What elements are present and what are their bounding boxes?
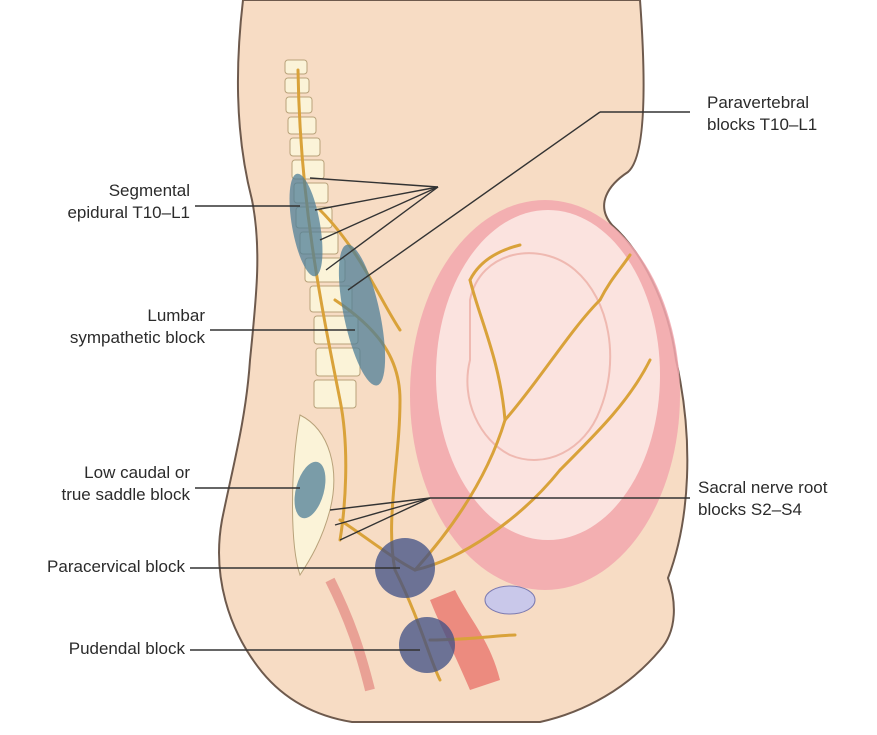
label-low-caudal: Low caudal or true saddle block	[25, 462, 190, 506]
pudendal-circle	[399, 617, 455, 673]
label-lumbar-sympathetic: Lumbar sympathetic block	[30, 305, 205, 349]
label-segmental-epidural: Segmental epidural T10–L1	[40, 180, 190, 224]
label-paravertebral: Paravertebral blocks T10–L1	[707, 92, 867, 136]
label-paracervical: Paracervical block	[5, 556, 185, 578]
bladder	[485, 586, 535, 614]
label-pudendal: Pudendal block	[30, 638, 185, 660]
label-sacral-nerve-root: Sacral nerve root blocks S2–S4	[698, 477, 868, 521]
